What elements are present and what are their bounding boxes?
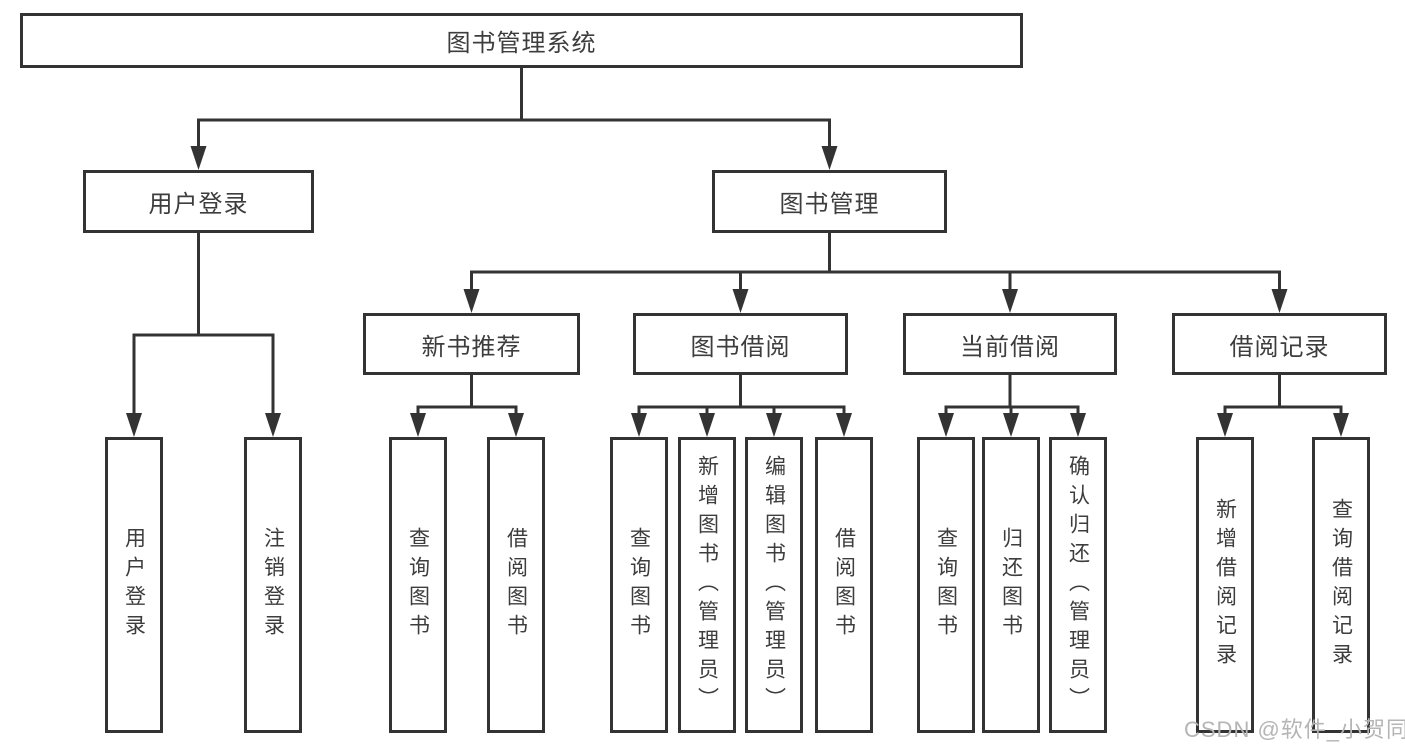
- leaf-borrow-book: 借阅图书: [815, 437, 873, 733]
- arrowhead-icon: [732, 289, 749, 313]
- leaf-user-login: 用户登录: [105, 437, 163, 733]
- arrowhead-icon: [1271, 289, 1288, 313]
- arrowhead-icon: [410, 413, 426, 437]
- leaf-query-book-recommend: 查询图书: [389, 437, 447, 733]
- node-borrowing-records: 借阅记录: [1172, 313, 1387, 375]
- arrowhead-icon: [766, 413, 782, 437]
- arrowhead-icon: [938, 413, 954, 437]
- arrowhead-icon: [1003, 413, 1019, 437]
- arrowhead-icon: [190, 146, 207, 170]
- node-current-borrowing: 当前借阅: [903, 313, 1117, 375]
- leaf-confirm-return-admin: 确认归还（管理员）: [1049, 437, 1107, 733]
- connector-records-group: [1217, 375, 1349, 437]
- node-library-management-system: 图书管理系统: [20, 13, 1023, 68]
- connector-current-group: [938, 375, 1086, 437]
- leaf-edit-book-admin: 编辑图书（管理员）: [745, 437, 803, 733]
- arrowhead-icon: [126, 413, 142, 437]
- arrowhead-icon: [821, 146, 838, 170]
- connector-recommend-group: [410, 375, 524, 437]
- connector-root-to-level2: [190, 68, 838, 170]
- arrowhead-icon: [265, 413, 281, 437]
- leaf-add-book-admin: 新增图书（管理员）: [678, 437, 736, 733]
- node-user-login-module: 用户登录: [83, 170, 314, 233]
- leaf-query-book-current: 查询图书: [917, 437, 975, 733]
- arrowhead-icon: [836, 413, 852, 437]
- arrowhead-icon: [1070, 413, 1086, 437]
- leaf-return-book: 归还图书: [982, 437, 1040, 733]
- arrowhead-icon: [699, 413, 715, 437]
- node-book-management-module: 图书管理: [712, 170, 947, 233]
- leaf-query-book-borrowing: 查询图书: [610, 437, 668, 733]
- arrowhead-icon: [463, 289, 480, 313]
- node-new-book-recommendation: 新书推荐: [363, 313, 580, 375]
- connector-userlogin-group: [126, 233, 281, 437]
- connector-borrowing-group: [631, 375, 852, 437]
- connector-bookmgmt-to-level3: [463, 233, 1288, 313]
- arrowhead-icon: [1002, 289, 1018, 313]
- leaf-logout: 注销登录: [244, 437, 302, 733]
- arrowhead-icon: [508, 413, 524, 437]
- arrowhead-icon: [1333, 413, 1349, 437]
- arrowhead-icon: [1217, 413, 1233, 437]
- leaf-query-borrow-record: 查询借阅记录: [1312, 437, 1370, 733]
- arrowhead-icon: [631, 413, 647, 437]
- node-book-borrowing: 图书借阅: [633, 313, 848, 375]
- watermark: CSDN @软件_小贺同学: [1184, 717, 1405, 742]
- leaf-borrow-book-recommend: 借阅图书: [487, 437, 545, 733]
- leaf-add-borrow-record: 新增借阅记录: [1196, 437, 1254, 733]
